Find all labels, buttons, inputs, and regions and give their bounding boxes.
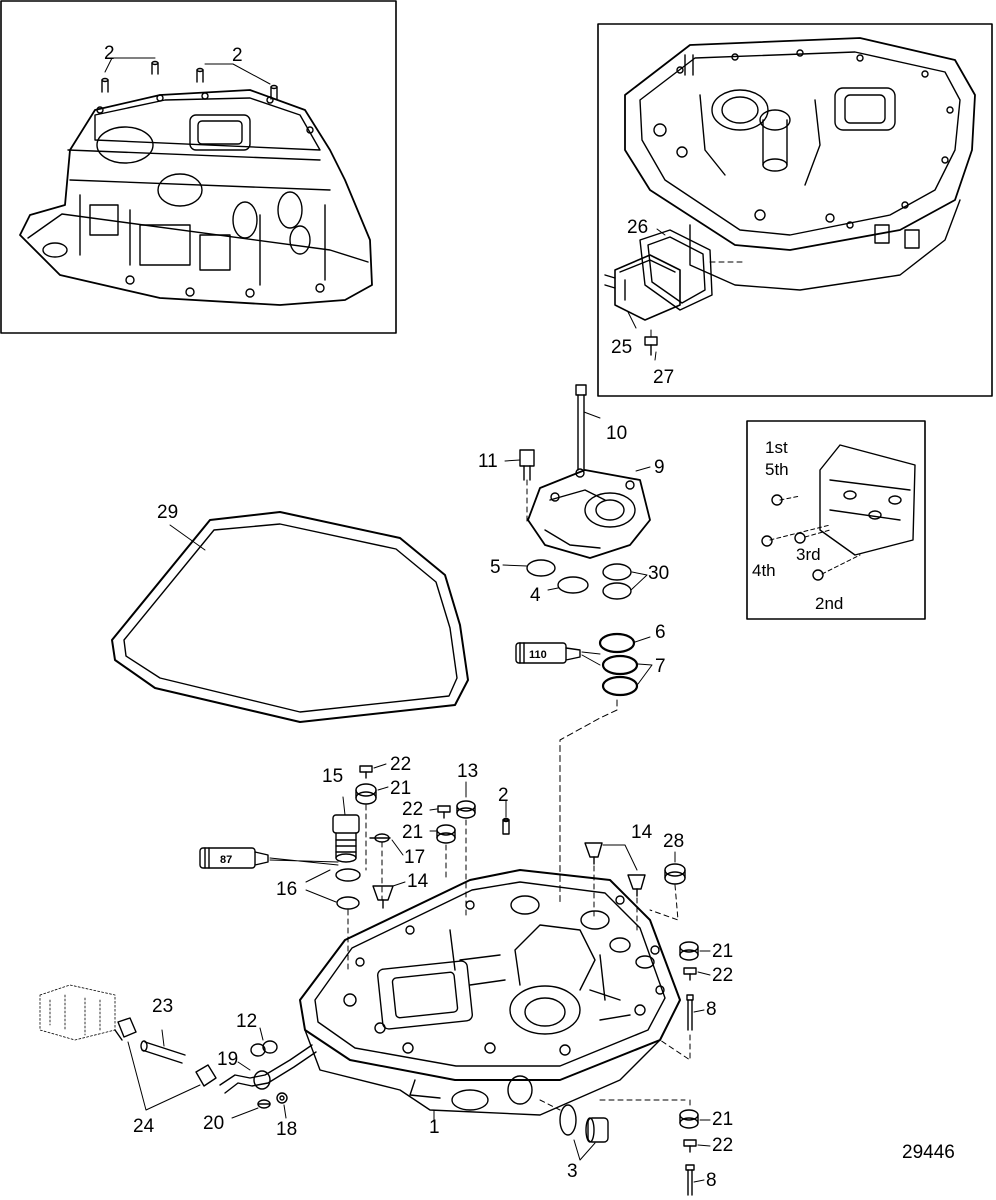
tightening-order-2nd: 2nd xyxy=(815,594,844,613)
callout-8-a: 8 xyxy=(706,999,717,1020)
callout-29: 29 xyxy=(157,502,179,523)
callout-14-b: 14 xyxy=(407,871,429,892)
adaptor-plate-underside-view xyxy=(19,57,373,306)
callout-21-d: 21 xyxy=(712,1109,734,1130)
callout-30: 30 xyxy=(648,563,670,584)
tightening-order-4th: 4th xyxy=(752,561,776,580)
callout-1: 1 xyxy=(429,1117,440,1138)
callout-22-c: 22 xyxy=(712,965,734,986)
callout-8-b: 8 xyxy=(706,1170,717,1191)
callout-7: 7 xyxy=(655,656,666,677)
callout-18: 18 xyxy=(276,1119,298,1140)
tightening-order-1st: 1st xyxy=(765,438,788,457)
part-1-adaptor-plate xyxy=(299,869,681,1116)
callout-13: 13 xyxy=(457,761,479,782)
callout-2-c: 2 xyxy=(498,785,509,806)
callout-4: 4 xyxy=(530,585,541,606)
callout-19: 19 xyxy=(217,1049,239,1070)
callout-21-c: 21 xyxy=(712,941,734,962)
callout-25: 25 xyxy=(611,337,633,358)
part-9-pump-cover xyxy=(502,384,651,600)
callout-23: 23 xyxy=(152,996,174,1017)
lower-hose-parts xyxy=(39,984,609,1161)
callout-22-d: 22 xyxy=(712,1135,734,1156)
callout-5: 5 xyxy=(490,557,501,578)
callout-20: 20 xyxy=(203,1113,225,1134)
callout-10: 10 xyxy=(606,423,628,444)
diagram-number: 29446 xyxy=(902,1142,955,1163)
inset-frame-tightening-order xyxy=(746,420,926,620)
callout-2-a: 2 xyxy=(104,43,115,64)
callout-14-a: 14 xyxy=(631,822,653,843)
callout-22-b: 22 xyxy=(402,799,424,820)
plate-fittings xyxy=(199,763,711,1196)
inset-frame-top-left xyxy=(0,0,397,334)
callout-16: 16 xyxy=(276,879,298,900)
callout-21-b: 21 xyxy=(402,822,424,843)
callout-2-b: 2 xyxy=(232,45,243,66)
callout-6: 6 xyxy=(655,622,666,643)
tightening-order-3rd: 3rd xyxy=(796,545,821,564)
inset-frame-top-right xyxy=(597,23,993,397)
tightening-order-5th: 5th xyxy=(765,460,789,479)
callout-17: 17 xyxy=(404,847,426,868)
tightening-order-sketch xyxy=(761,444,916,581)
callout-15: 15 xyxy=(322,766,344,787)
callout-26: 26 xyxy=(627,217,649,238)
sealant-tube-87-label: 87 xyxy=(220,854,232,866)
callout-27: 27 xyxy=(653,367,675,388)
callout-3: 3 xyxy=(567,1161,578,1182)
callout-22-a: 22 xyxy=(390,754,412,775)
adaptor-plate-top-view xyxy=(604,37,976,361)
callout-9: 9 xyxy=(654,457,665,478)
sealant-tube-110-label: 110 xyxy=(529,649,547,661)
part-6-7-seals xyxy=(515,632,653,906)
part-29-gasket xyxy=(111,511,469,723)
callout-12: 12 xyxy=(236,1011,258,1032)
callout-21-a: 21 xyxy=(390,778,412,799)
callout-11: 11 xyxy=(478,451,498,472)
callout-28: 28 xyxy=(663,831,685,852)
callout-24: 24 xyxy=(133,1116,155,1137)
